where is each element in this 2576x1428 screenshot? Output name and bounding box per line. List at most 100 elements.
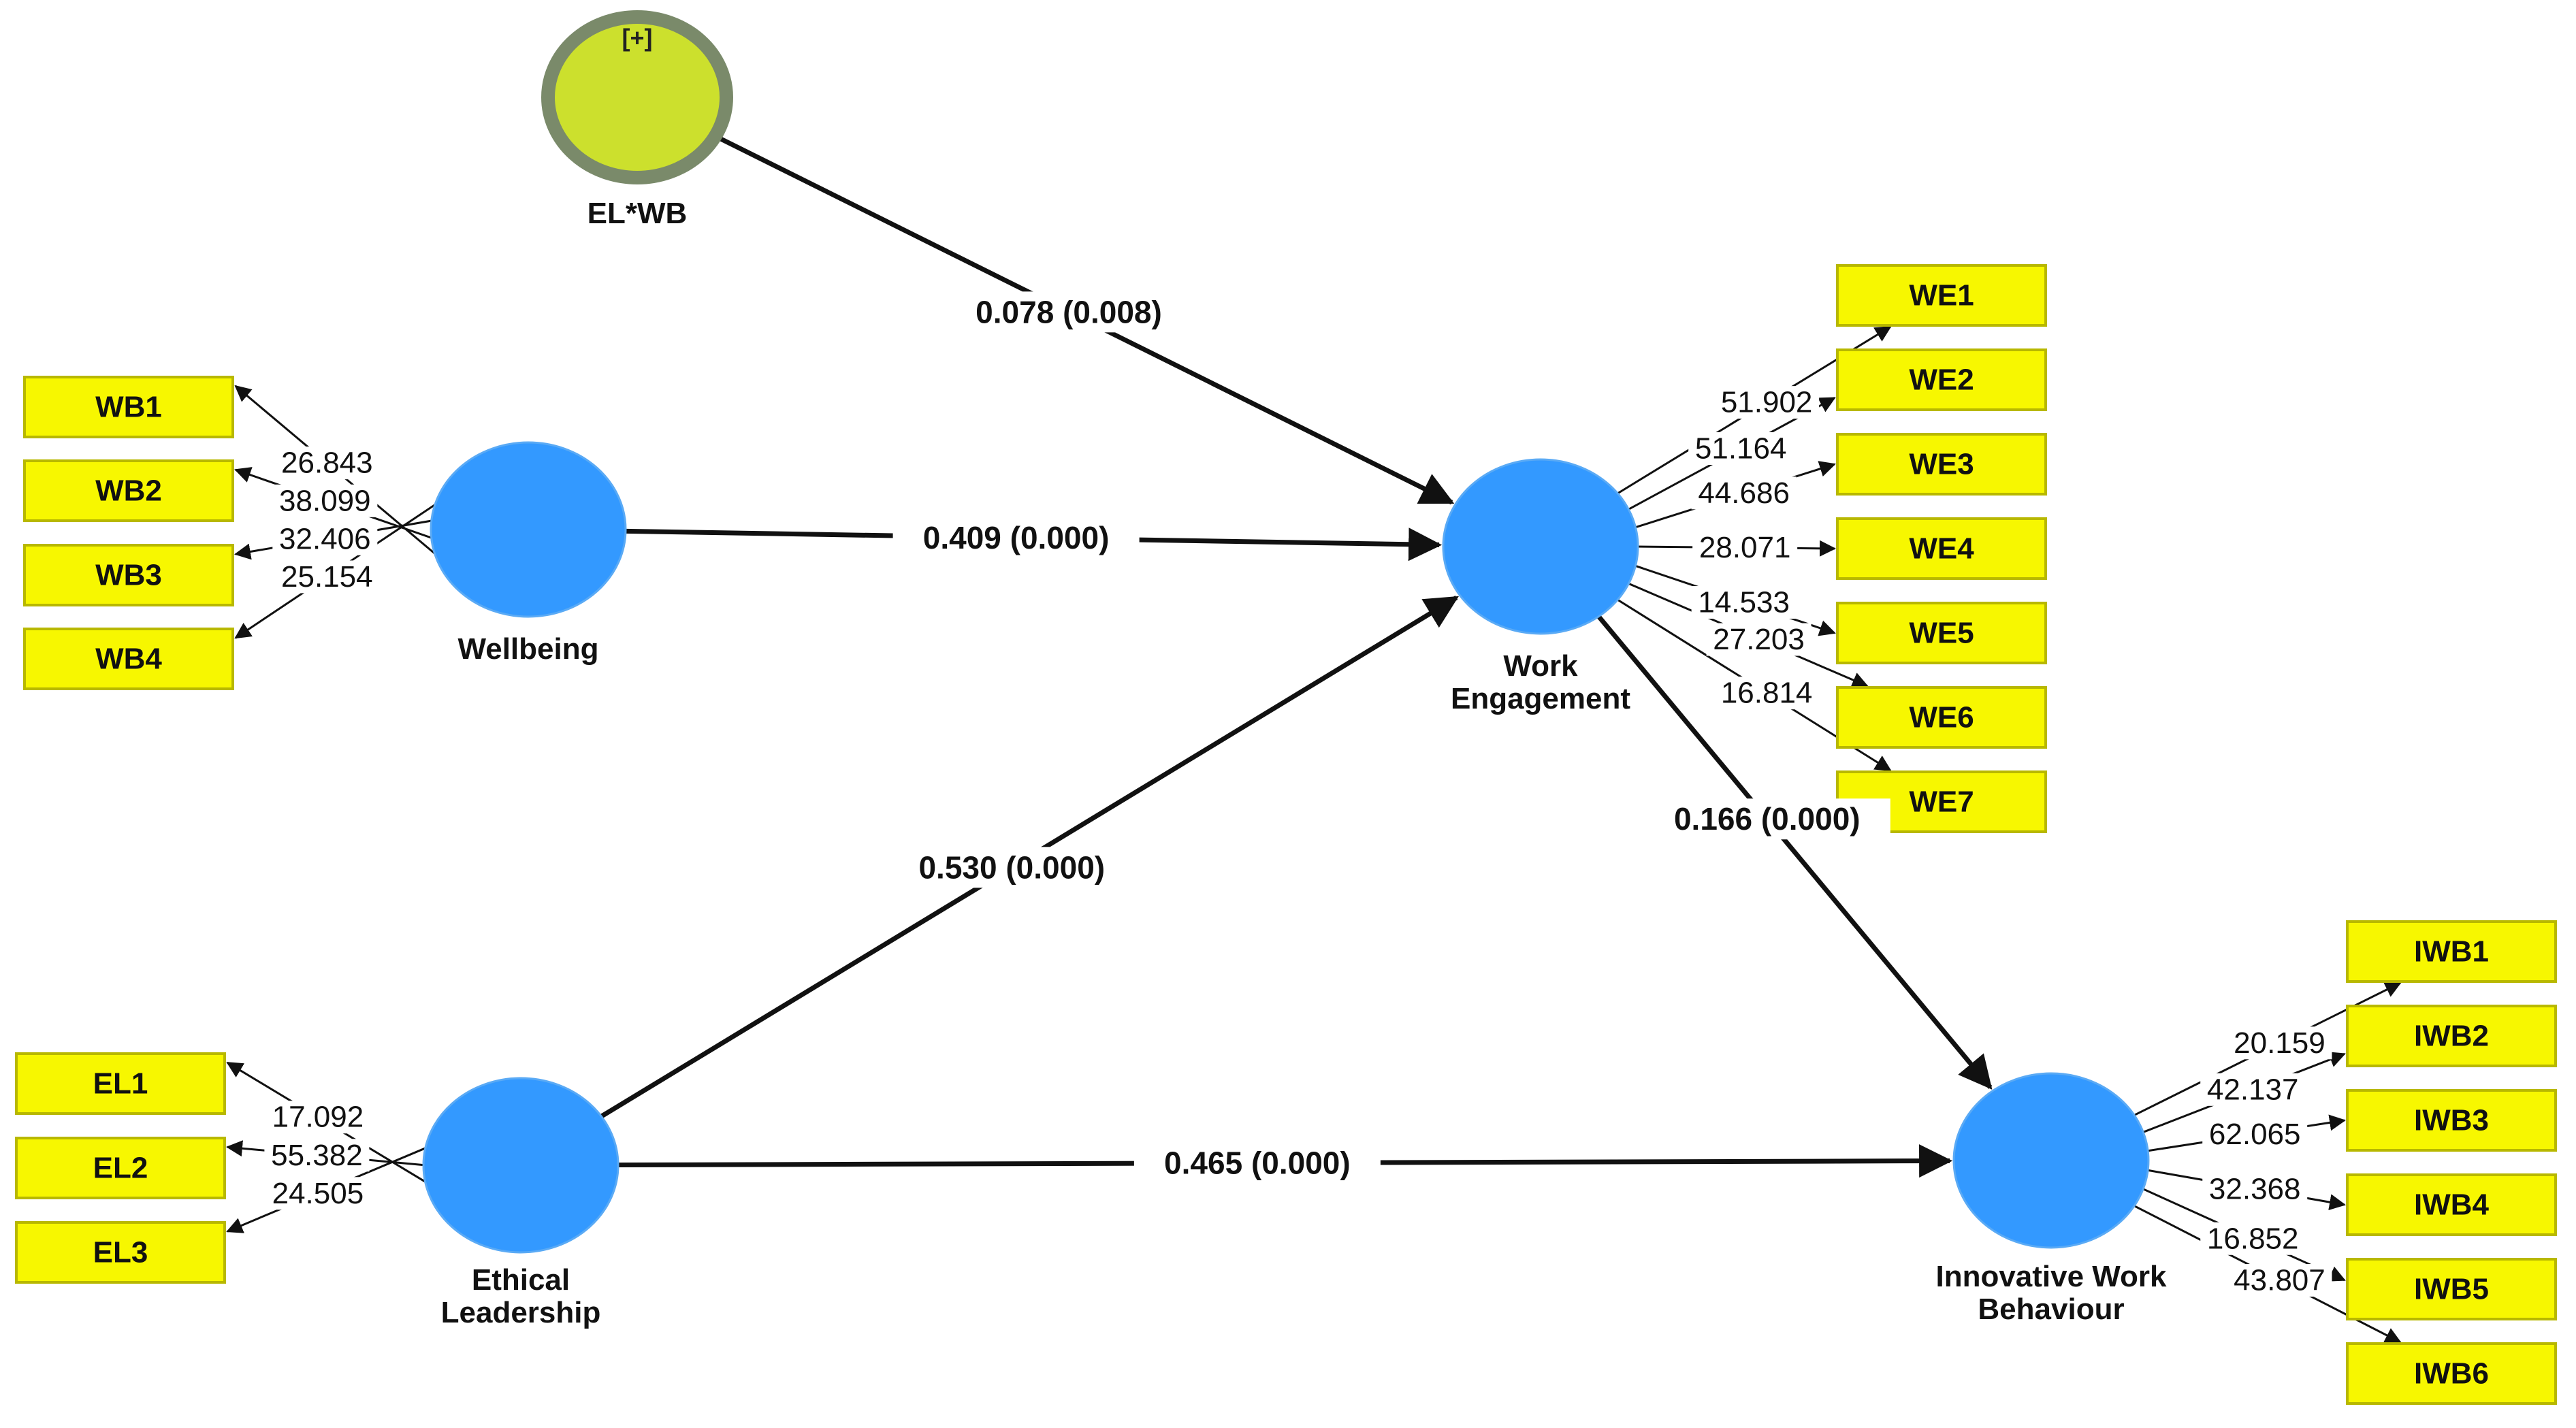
indicator-box [23, 376, 234, 438]
latent-label-we: Engagement [1451, 682, 1630, 715]
indicator-el2[interactable]: EL2 [15, 1137, 226, 1199]
indicator-box [2346, 920, 2557, 983]
indicator-wb3[interactable]: WB3 [23, 544, 234, 606]
indicator-box [1836, 433, 2047, 496]
latent-label-iwb: Behaviour [1978, 1293, 2124, 1326]
latent-el[interactable] [422, 1077, 619, 1254]
latent-label-we: Work [1503, 649, 1578, 683]
indicator-name: IWB4 [2414, 1188, 2490, 1222]
indicator-we2[interactable]: WE2 [1836, 348, 2047, 411]
indicator-el1[interactable]: EL1 [15, 1052, 226, 1115]
loading-value-wb1: 26.843 [281, 447, 373, 480]
latent-label-elwb: EL*WB [587, 197, 688, 230]
latent-we[interactable] [1442, 458, 1639, 635]
indicator-box [2346, 1342, 2557, 1405]
indicator-iwb5[interactable]: IWB5 [2346, 1258, 2557, 1320]
indicator-el3[interactable]: EL3 [15, 1221, 226, 1284]
indicator-box [2346, 1173, 2557, 1236]
indicator-we3[interactable]: WE3 [1836, 433, 2047, 496]
path-label-bg [946, 291, 1193, 333]
moderator-ellipse [541, 10, 733, 184]
loading-value-el2: 55.382 [271, 1139, 363, 1172]
latent-elwb[interactable]: [+] [541, 10, 733, 184]
indicator-box [2346, 1089, 2557, 1152]
latent-ellipse [430, 441, 627, 618]
path-coefficient-el-to-we: 0.530 (0.000) [918, 849, 1105, 885]
indicator-iwb1[interactable]: IWB1 [2346, 920, 2557, 983]
loading-value-we4: 28.071 [1699, 531, 1791, 564]
loading-value-wb2: 38.099 [279, 484, 371, 517]
path-coefficient-we-to-iwb: 0.166 (0.000) [1674, 801, 1861, 837]
indicator-name: IWB6 [2414, 1357, 2489, 1391]
loading-value-wb4: 25.154 [281, 560, 373, 594]
indicator-box [15, 1052, 226, 1115]
indicator-box [1836, 602, 2047, 664]
indicator-box [23, 459, 234, 522]
loading-label-bg [274, 447, 380, 480]
loading-value-we5: 14.533 [1698, 586, 1790, 619]
path-arrow-we-to-iwb [1596, 615, 1993, 1090]
loading-value-iwb2: 42.137 [2207, 1073, 2299, 1106]
loading-label-bg [2202, 1172, 2308, 1205]
indicator-name: IWB3 [2414, 1104, 2489, 1137]
loading-label-bg [1688, 432, 1794, 466]
latent-label-el: Ethical [472, 1263, 570, 1297]
indicator-box [15, 1137, 226, 1199]
indicator-name: WE1 [1909, 279, 1974, 312]
loading-label-bg [2200, 1222, 2306, 1255]
latent-wb[interactable] [430, 441, 627, 618]
indicator-we1[interactable]: WE1 [1836, 264, 2047, 327]
path-label-bg [1643, 798, 1890, 840]
indicator-name: WE2 [1909, 363, 1974, 397]
loading-label-bg [2227, 1264, 2332, 1297]
latent-ellipse [1442, 458, 1639, 635]
path-coefficient-elwb-to-we: 0.078 (0.008) [976, 294, 1162, 329]
indicator-name: WB2 [95, 474, 162, 508]
latent-ellipse [1952, 1072, 2150, 1249]
indicator-name: WB4 [95, 643, 162, 676]
indicator-iwb4[interactable]: IWB4 [2346, 1173, 2557, 1236]
indicator-box [23, 544, 234, 606]
loading-label-bg [272, 522, 378, 555]
loading-value-we6: 27.203 [1713, 623, 1805, 656]
path-label-bg [892, 517, 1140, 559]
indicator-wb2[interactable]: WB2 [23, 459, 234, 522]
loading-value-we7: 16.814 [1721, 677, 1813, 710]
indicator-we4[interactable]: WE4 [1836, 517, 2047, 580]
indicator-name: EL3 [93, 1236, 148, 1269]
indicator-box [2346, 1258, 2557, 1320]
loading-label-bg [264, 1139, 370, 1172]
loading-value-we2: 51.164 [1695, 432, 1787, 466]
expand-icon[interactable]: [+] [622, 24, 653, 52]
indicator-name: WE3 [1909, 448, 1974, 481]
path-label-bg [888, 847, 1136, 888]
indicator-name: EL2 [93, 1152, 148, 1185]
indicator-box [23, 628, 234, 690]
loading-value-iwb6: 43.807 [2234, 1264, 2325, 1297]
indicator-name: WB3 [95, 559, 162, 592]
loading-label-bg [2200, 1073, 2306, 1106]
indicator-name: WE4 [1909, 532, 1974, 566]
indicator-iwb3[interactable]: IWB3 [2346, 1089, 2557, 1152]
indicator-wb4[interactable]: WB4 [23, 628, 234, 690]
loading-value-iwb5: 16.852 [2207, 1222, 2299, 1255]
indicator-iwb2[interactable]: IWB2 [2346, 1005, 2557, 1067]
loading-value-iwb3: 62.065 [2209, 1118, 2301, 1151]
indicator-name: WE7 [1909, 785, 1974, 819]
indicator-we6[interactable]: WE6 [1836, 686, 2047, 749]
indicator-we5[interactable]: WE5 [1836, 602, 2047, 664]
indicator-box [1836, 348, 2047, 411]
indicator-iwb6[interactable]: IWB6 [2346, 1342, 2557, 1405]
indicator-name: IWB5 [2414, 1273, 2489, 1306]
latent-iwb[interactable] [1952, 1072, 2150, 1249]
latent-ellipse [422, 1077, 619, 1254]
loading-value-iwb4: 32.368 [2209, 1172, 2301, 1205]
loading-label-bg [1714, 677, 1820, 710]
loading-value-iwb1: 20.159 [2234, 1026, 2325, 1060]
indicator-wb1[interactable]: WB1 [23, 376, 234, 438]
loading-value-el1: 17.092 [272, 1101, 364, 1134]
indicator-name: EL1 [93, 1067, 148, 1101]
loading-label-bg [274, 560, 380, 594]
indicator-box [15, 1221, 226, 1284]
